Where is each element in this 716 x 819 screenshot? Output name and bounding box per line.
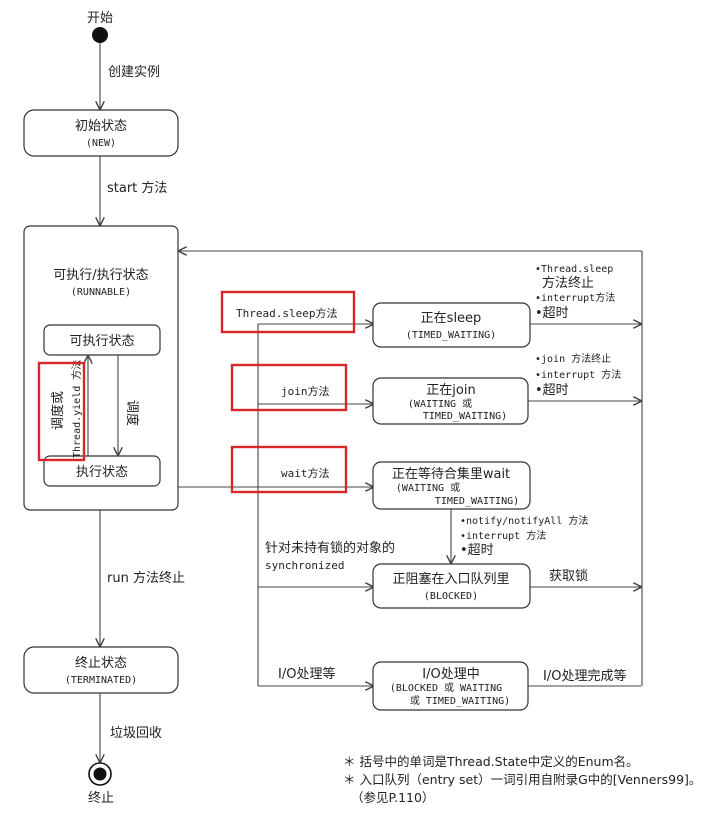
- state-blocked: [372, 563, 531, 609]
- state-terminated-title: 终止状态: [75, 655, 127, 671]
- state-terminated-sub: (TERMINATED): [65, 675, 137, 686]
- state-ready: [43, 324, 161, 356]
- create-label: 创建实例: [108, 65, 160, 80]
- end-node: [93, 767, 107, 781]
- join-method-label: join方法: [281, 384, 330, 398]
- state-running-title: 执行状态: [76, 465, 128, 480]
- run-end-label: run 方法终止: [107, 570, 185, 586]
- io-done-label: I/O处理完成等: [543, 668, 626, 684]
- state-runnable-title: 可执行/执行状态: [53, 268, 148, 283]
- state-sleep-sub: (TIMED_WAITING): [406, 330, 496, 341]
- sleep-end-1: •Thread.sleep: [535, 264, 613, 275]
- sync-label-2: synchronized: [265, 559, 344, 572]
- note-1: ＊ 括号中的单词是Thread.State中定义的Enum名。: [343, 754, 639, 769]
- join-end-1: •join 方法终止: [535, 352, 611, 365]
- state-wait-sub1: (WAITING 或: [396, 482, 460, 494]
- schedule-or-label: 调度或: [50, 391, 66, 430]
- state-running: [43, 455, 161, 487]
- highlight-wait: [230, 445, 348, 494]
- start-node: [92, 27, 108, 43]
- state-blocked-title: 正阻塞在入口队列里: [392, 571, 509, 587]
- join-end-2: •interrupt 方法: [535, 368, 621, 381]
- start-label: 开始: [87, 11, 113, 26]
- state-wait-title: 正在等待合集里wait: [392, 466, 510, 482]
- state-new: [23, 109, 179, 157]
- highlight-sleep: [220, 290, 356, 334]
- note-2: ＊ 入口队列（entry set）一词引用自附录G中的[Venners99]。: [343, 772, 701, 787]
- state-io-title: I/O处理中: [422, 667, 479, 682]
- state-new-sub: (NEW): [86, 138, 116, 149]
- state-join-sub1: (WAITING 或: [408, 398, 472, 410]
- highlight-yield: [37, 361, 86, 462]
- state-sleep-title: 正在sleep: [421, 311, 482, 326]
- acquire-lock-label: 获取锁: [549, 568, 588, 584]
- state-join-title: 正在join: [426, 383, 475, 398]
- highlight-join: [230, 363, 348, 412]
- sleep-end-3: •interrupt方法: [535, 291, 615, 304]
- state-terminated: [23, 646, 179, 694]
- state-blocked-sub: (BLOCKED): [424, 591, 478, 602]
- end-label: 终止: [88, 790, 114, 806]
- sleep-method-label: Thread.sleep方法: [236, 306, 337, 320]
- notify-3: •超时: [460, 543, 494, 558]
- state-runnable: [23, 225, 179, 511]
- sleep-end-2: 方法终止: [542, 275, 594, 291]
- state-wait-sub2: TIMED_WAITING): [435, 496, 519, 507]
- state-new-title: 初始状态: [75, 119, 127, 134]
- state-sleep: [372, 302, 531, 348]
- state-join-sub2: TIMED_WAITING): [423, 411, 507, 422]
- notify-2: •interrupt 方法: [460, 529, 546, 542]
- sync-label-1: 针对未持有锁的对象的: [265, 540, 395, 556]
- state-io-sub2: 或 TIMED_WAITING): [410, 695, 510, 707]
- state-io-sub1: (BLOCKED 或 WAITING: [390, 682, 502, 694]
- state-ready-title: 可执行状态: [69, 334, 134, 349]
- notify-1: •notify/notifyAll 方法: [460, 514, 588, 527]
- note-3: （参见P.110）: [351, 790, 434, 805]
- thread-yield-label: Thread.yield 方法: [70, 360, 83, 458]
- wait-method-label: wait方法: [281, 466, 330, 480]
- sleep-end-4: •超时: [535, 306, 569, 321]
- start-method-label: start 方法: [107, 180, 167, 196]
- io-wait-label: I/O处理等: [278, 666, 335, 682]
- schedule-label: 调度: [124, 400, 140, 426]
- gc-label: 垃圾回收: [110, 726, 162, 741]
- join-end-3: •超时: [535, 383, 569, 398]
- state-runnable-sub: (RUNNABLE): [71, 287, 131, 298]
